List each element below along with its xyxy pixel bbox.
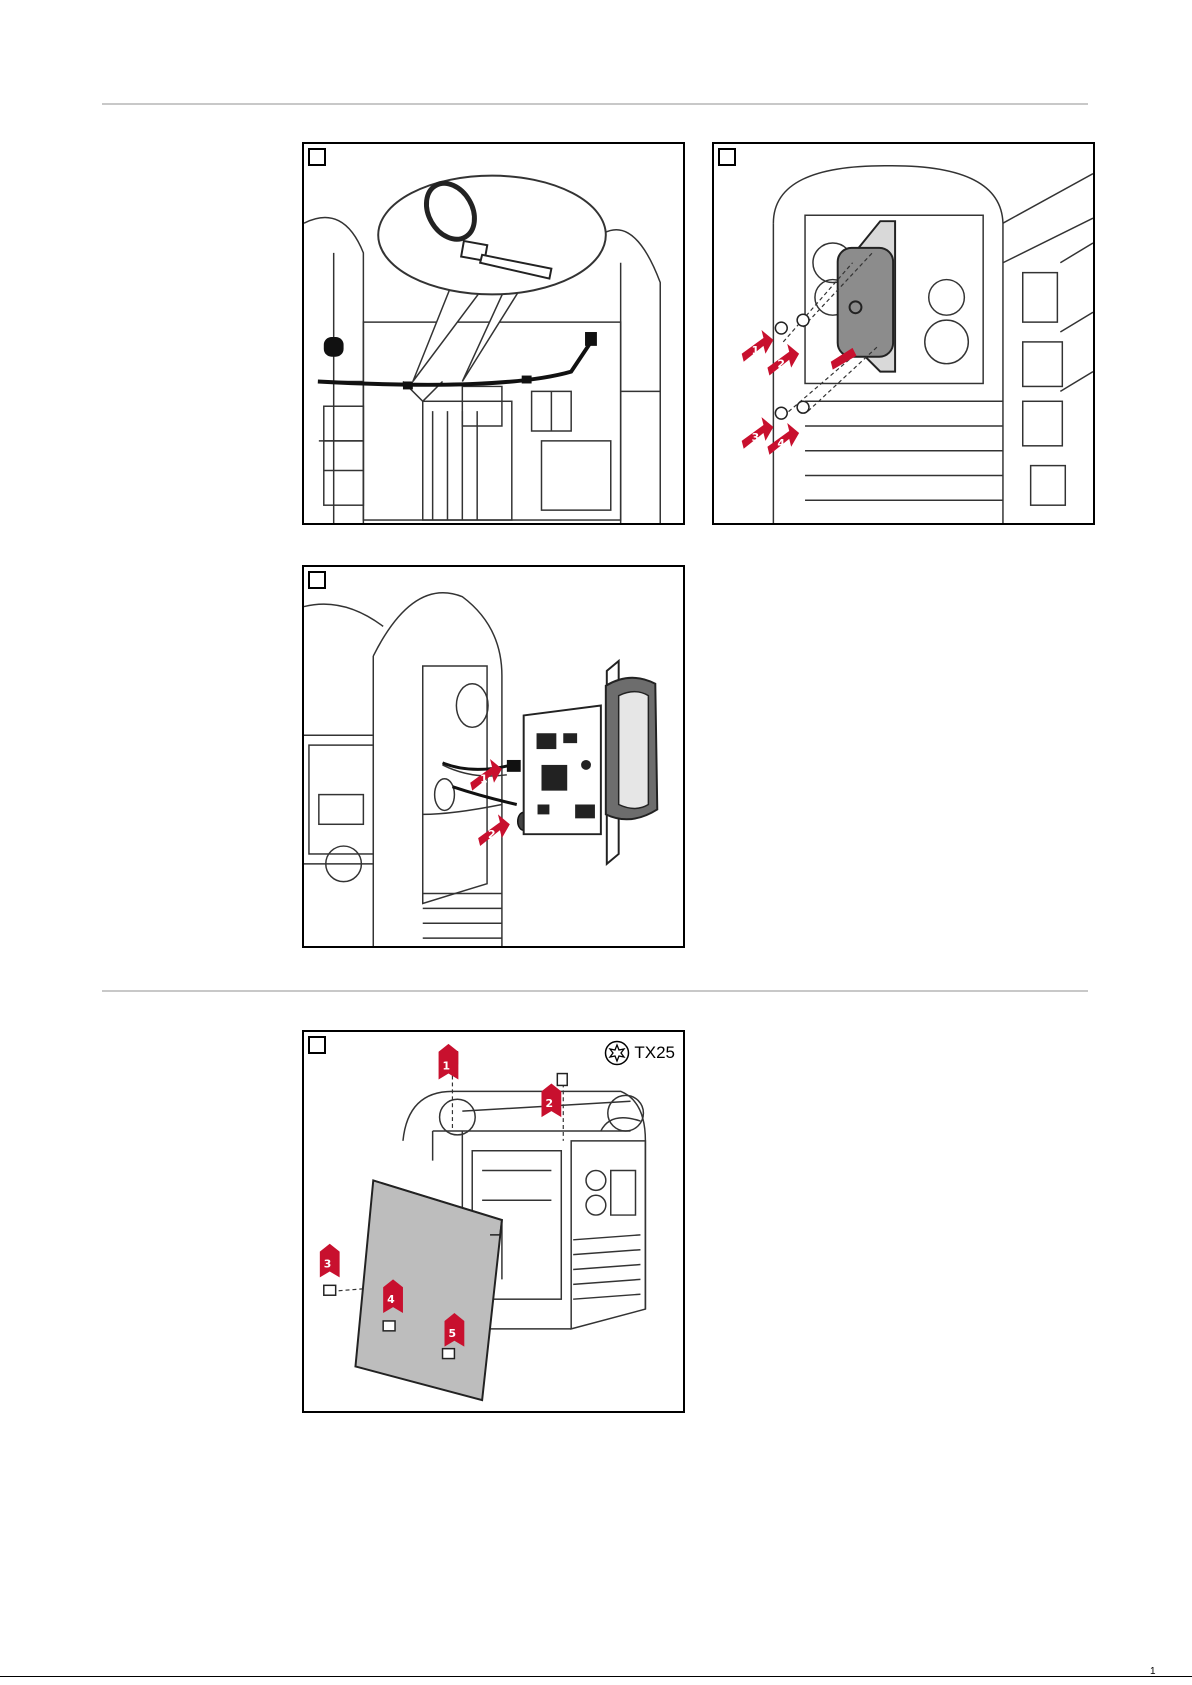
side-panel-illustration: [304, 1032, 683, 1411]
page-footer-line: [0, 1676, 1192, 1677]
figure-cable-tie: [302, 142, 685, 525]
torx-bit-icon: [604, 1040, 630, 1066]
tool-indicator: TX25: [604, 1040, 675, 1066]
tool-label: TX25: [634, 1043, 675, 1063]
figure-remove-panel-screws: 1 2 3 4: [712, 142, 1095, 525]
cable-tie-illustration: [304, 144, 683, 523]
panel-screws-illustration: [714, 144, 1093, 523]
page-mark: 1: [1150, 1666, 1156, 1677]
step-number-box: [718, 148, 736, 166]
figure-disconnect-board: 1 2: [302, 565, 685, 948]
step-number-box: [308, 148, 326, 166]
figure-remove-side-panel: TX25 1 2 3: [302, 1030, 685, 1413]
step-number-box: [308, 1036, 326, 1054]
section-divider-top: [102, 103, 1088, 105]
section-divider-middle: [102, 990, 1088, 992]
disconnect-board-illustration: [304, 567, 683, 946]
step-number-box: [308, 571, 326, 589]
